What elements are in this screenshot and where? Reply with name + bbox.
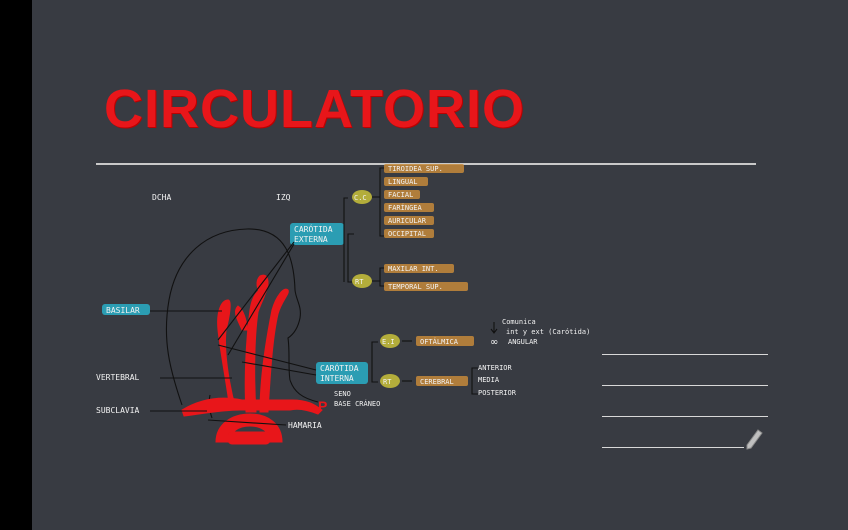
branch-highlight — [384, 190, 420, 199]
base-craneo-label: BASE CRÁNEO — [334, 399, 380, 408]
ce-branches-a: TIROIDEA SUP. LINGUAL FACIAL FARÍNGEA AU… — [384, 164, 464, 238]
ci-group-b-label: RT — [383, 378, 392, 386]
carotida-externa-highlight — [290, 223, 344, 245]
ci-note-2: int y ext (Carótida) — [506, 328, 590, 336]
ce-bracket-main — [343, 197, 348, 282]
cerebral-anterior: ANTERIOR — [478, 364, 513, 372]
basilar-highlight — [102, 304, 150, 315]
external-carotid-branch — [256, 274, 269, 302]
ci-bracket — [371, 341, 378, 383]
carotida-externa-leader — [217, 241, 295, 356]
oftalmica-label: OFTÁLMICA — [420, 337, 459, 346]
branch-highlight — [384, 264, 454, 273]
aorta-base — [227, 431, 271, 445]
carotida-interna-leader — [217, 344, 317, 376]
seno-label: SENO — [334, 390, 351, 398]
branch-facial: FACIAL — [388, 191, 413, 199]
notes-line — [602, 354, 768, 355]
head-outline — [165, 228, 319, 406]
ce-b-bracket — [372, 267, 386, 287]
subclavian-arteries — [181, 397, 323, 417]
slide: CIRCULATORIO DCHA IZQ BASILAR — [32, 0, 848, 530]
branch-temporal: TEMPORAL SUP. — [388, 283, 443, 291]
carotida-interna-label-2: INTERNA — [320, 374, 354, 383]
notes-line — [602, 416, 768, 417]
vertebral-label: VERTEBRAL — [96, 373, 140, 382]
branch-highlight — [384, 177, 428, 186]
ce-group-a-label: C.C — [354, 194, 367, 202]
carotida-interna-label-1: CARÓTIDA — [320, 362, 359, 373]
ce-group-b-label: RT — [355, 278, 364, 286]
oftalmica-highlight — [416, 336, 474, 346]
cerebral-media: MEDIA — [478, 376, 500, 384]
left-carotid-artery — [217, 299, 237, 411]
branch-highlight — [384, 282, 468, 291]
aorta-label: HAMARIA — [288, 421, 322, 430]
branch-tiroidea: TIROIDEA SUP. — [388, 165, 443, 173]
side-right-label: DCHA — [152, 193, 171, 202]
cerebral-bracket — [471, 367, 478, 395]
branch-auricular: AURICULAR — [388, 217, 427, 225]
carotida-externa-label-2: EXTERNA — [294, 235, 328, 244]
ce-group-b-highlight — [352, 274, 372, 288]
ci-group-a-highlight — [380, 334, 400, 348]
vertebral-artery-b — [235, 305, 249, 331]
circulatory-diagram: DCHA IZQ BASILAR VERTEBRAL SUBCLAVIA HAM… — [96, 164, 590, 445]
pencil-icon[interactable] — [744, 428, 764, 452]
branch-lingual: LINGUAL — [388, 178, 418, 186]
arteries — [181, 274, 323, 445]
ce-bracket — [347, 233, 354, 283]
ce-branches-b: MAXILAR INT. TEMPORAL SUP. — [384, 264, 468, 291]
branch-highlight — [384, 203, 434, 212]
slide-title: CIRCULATORIO — [104, 79, 525, 139]
notes-line — [602, 447, 744, 448]
branch-maxilar: MAXILAR INT. — [388, 265, 439, 273]
ci-group-b-highlight — [380, 374, 400, 388]
cerebral-label: CEREBRAL — [420, 378, 454, 386]
branch-highlight — [384, 229, 434, 238]
branch-occipital: OCCIPITAL — [388, 230, 426, 238]
ci-note-1: Comunica — [502, 318, 536, 326]
branch-highlight — [384, 216, 434, 225]
p-mark: P — [318, 398, 327, 414]
branch-highlight — [384, 164, 464, 173]
aorta-leader — [207, 419, 287, 426]
cerebral-highlight — [416, 376, 468, 386]
carotida-externa-label-1: CARÓTIDA — [294, 223, 333, 234]
side-left-label: IZQ — [276, 193, 291, 202]
ci-note-3: ANGULAR — [508, 338, 538, 346]
ce-a-bracket — [372, 167, 386, 237]
vertebral-artery-a — [259, 288, 289, 413]
ce-group-a-highlight — [352, 190, 372, 204]
cerebral-posterior: POSTERIOR — [478, 389, 517, 397]
infinity-symbol: ∞ — [490, 337, 498, 348]
carotida-interna-highlight — [316, 362, 368, 384]
ci-group-a-label: E.I — [382, 338, 395, 346]
subclavia-label: SUBCLAVIA — [96, 406, 140, 415]
branch-faringea: FARÍNGEA — [388, 203, 423, 212]
notes-line — [602, 385, 768, 386]
ci-note-arrow — [490, 322, 498, 334]
basilar-label: BASILAR — [106, 306, 140, 315]
